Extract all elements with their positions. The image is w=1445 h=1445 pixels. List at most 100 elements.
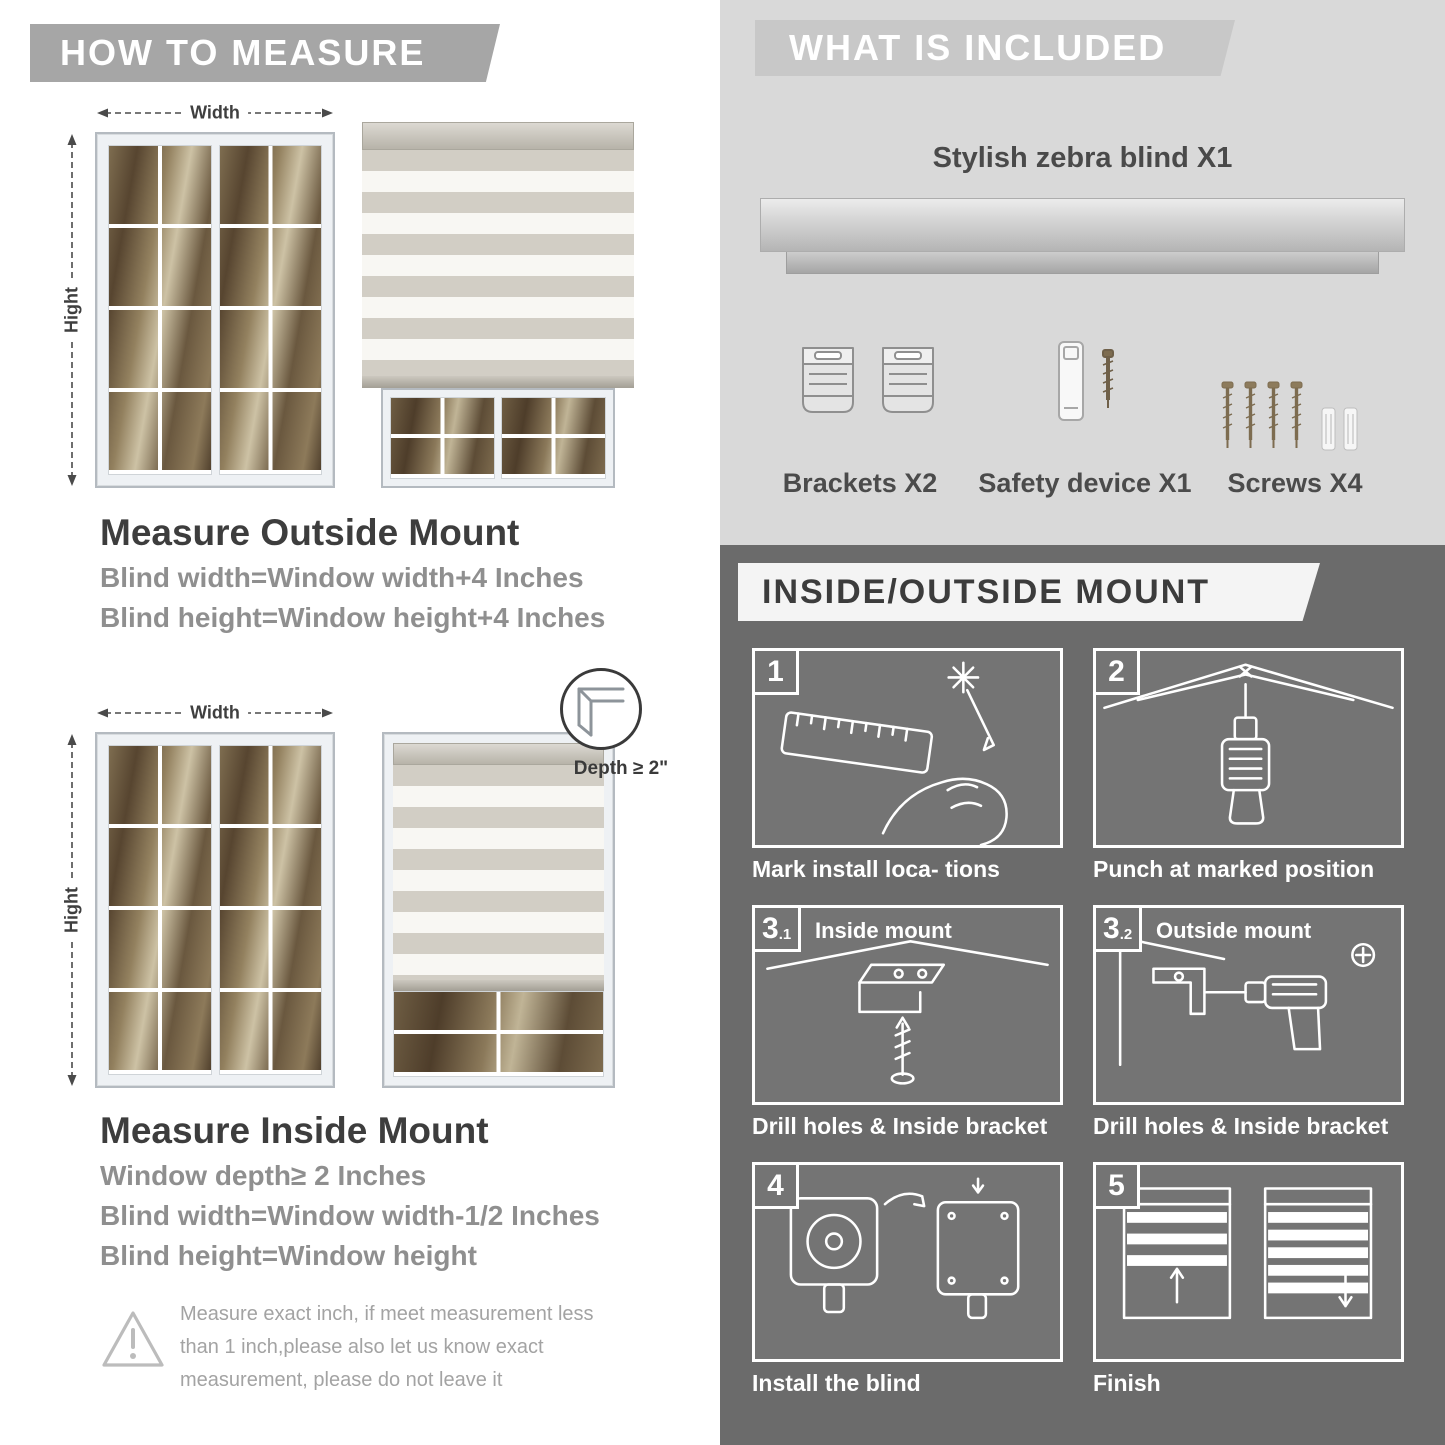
step-caption: Mark install loca- tions (752, 856, 1000, 882)
vertical-arrow-icon (67, 134, 77, 486)
blind-cassette (393, 743, 604, 765)
zebra-blind-inside-illustration (382, 732, 615, 1088)
screw-icon (1102, 349, 1114, 408)
mount-step-5: 5 (1093, 1162, 1404, 1397)
width-measure-arrow: Width (95, 702, 335, 724)
mount-steps: 1 Mark install loca- (752, 648, 1404, 1397)
mount-step-3-2: 3.2 Outside mount (1093, 905, 1404, 1140)
depth-callout (560, 668, 642, 750)
brackets-label: Brackets X2 (782, 468, 938, 498)
step-panel: 2 (1093, 648, 1404, 848)
safety-device-icon (1058, 341, 1114, 421)
window-bottom-visible (381, 388, 615, 488)
width-measure-arrow: Width (95, 102, 335, 124)
step-panel: 4 (752, 1162, 1063, 1362)
step-number-main: 1 (767, 654, 784, 688)
window-inside-illustration (95, 732, 335, 1088)
step-number-main: 4 (767, 1168, 784, 1202)
width-label: Width (182, 102, 248, 124)
height-measure-arrow: Hight (61, 732, 83, 1088)
inside-bracket-icon (766, 940, 1049, 1085)
step-number: 3.1 (755, 908, 802, 952)
step-number: 3.2 (1096, 908, 1143, 952)
height-label: Hight (61, 279, 83, 341)
window-sash (501, 397, 606, 479)
headrail-top (760, 198, 1405, 252)
ruler-marking-icon (780, 661, 1008, 845)
window-sash (108, 145, 212, 475)
safety-device-illustration (1045, 338, 1135, 431)
width-label: Width (182, 702, 248, 724)
height-label: Hight (61, 879, 83, 941)
mount-step-1: 1 Mark install loca- (752, 648, 1063, 883)
step-number-main: 5 (1108, 1168, 1125, 1202)
blind-item-label: Stylish zebra blind X1 (932, 142, 1233, 174)
inside-width-formula: Blind width=Window width-1/2 Inches (100, 1200, 600, 1231)
window-sash (108, 745, 212, 1075)
window-corner-icon (577, 687, 625, 737)
mount-step-3-1: 3.1 Inside mount (752, 905, 1063, 1140)
window-sash (218, 745, 322, 1075)
step-caption: Drill holes & Inside bracket (1093, 1113, 1389, 1139)
outside-mount-heading: Measure Outside Mount (100, 512, 520, 553)
window-frame (95, 732, 335, 1088)
step-number-main: 3 (1103, 911, 1120, 945)
how-to-measure-header: HOW TO MEASURE (30, 24, 500, 82)
included-header: WHAT IS INCLUDED (755, 20, 1235, 76)
outside-width-formula: Blind width=Window width+4 Inches (100, 562, 584, 593)
step-panel: 3.2 Outside mount (1093, 905, 1404, 1105)
drill-icon (1103, 663, 1394, 825)
install-blind-icon (789, 1177, 1020, 1320)
inside-depth-rule: Window depth≥ 2 Inches (100, 1160, 427, 1191)
brackets-illustration (795, 342, 941, 422)
headrail-bottom (785, 252, 1380, 274)
headrail-illustration (760, 198, 1405, 274)
screws-illustration (1218, 378, 1368, 475)
step-title: Outside mount (1156, 918, 1312, 943)
step-number-sub: .2 (1119, 926, 1133, 943)
window-sash (218, 145, 322, 475)
how-to-measure-title: HOW TO MEASURE (60, 32, 426, 73)
step-caption: Finish (1093, 1370, 1161, 1396)
step-number-main: 3 (762, 911, 779, 945)
blind-bottom-rail (362, 376, 634, 388)
step-panel: 1 (752, 648, 1063, 848)
height-measure-arrow: Hight (61, 132, 83, 488)
inside-height-formula: Blind height=Window height (100, 1240, 477, 1271)
window-frame (382, 732, 615, 1088)
outside-bracket-icon (1118, 936, 1376, 1067)
step-panel: 5 (1093, 1162, 1404, 1362)
step-title: Inside mount (815, 918, 952, 943)
step-number-main: 2 (1108, 654, 1125, 688)
mount-title: INSIDE/OUTSIDE MOUNT (762, 572, 1211, 611)
blind-bottom-rail (393, 980, 604, 991)
zebra-blind-outside-illustration (362, 122, 634, 490)
step-caption: Install the blind (752, 1370, 921, 1396)
warning-text: Measure exact inch, if meet measurement … (180, 1303, 594, 1391)
step-caption: Drill holes & Inside bracket (752, 1113, 1048, 1139)
window-frame (95, 132, 335, 488)
outside-height-formula: Blind height=Window height+4 Inches (100, 602, 606, 633)
depth-label: Depth ≥ 2" (573, 758, 669, 779)
window-sash (390, 397, 495, 479)
inside-mount-heading: Measure Inside Mount (100, 1110, 489, 1151)
blind-cassette (362, 122, 634, 150)
blind-stripes (393, 765, 604, 980)
mount-header: INSIDE/OUTSIDE MOUNT (738, 563, 1320, 621)
included-title: WHAT IS INCLUDED (789, 27, 1167, 68)
window-bottom-visible (393, 991, 604, 1077)
step-number: 1 (755, 651, 799, 695)
mount-step-2: 2 Punch at marked positi (1093, 648, 1404, 883)
vertical-arrow-icon (67, 734, 77, 1086)
screws-icon (1221, 381, 1358, 451)
step-number-sub: .1 (778, 926, 792, 943)
step-panel: 3.1 Inside mount (752, 905, 1063, 1105)
wall-anchor-icon (1321, 407, 1358, 451)
step-caption: Punch at marked position (1093, 856, 1375, 882)
blind-stripes (362, 150, 634, 376)
mount-step-4: 4 (752, 1162, 1063, 1397)
warning-icon (100, 1308, 166, 1375)
bracket-icon (882, 347, 934, 413)
step-number: 2 (1096, 651, 1140, 695)
window-outside-illustration (95, 132, 335, 488)
